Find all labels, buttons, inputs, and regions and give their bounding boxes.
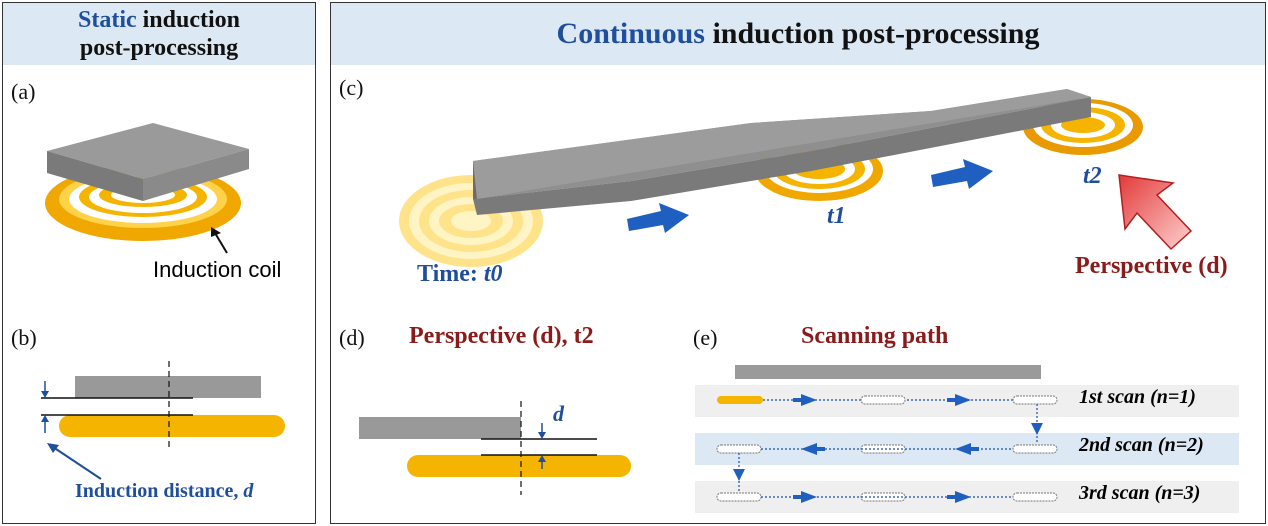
coil-pointer-arrow	[211, 227, 228, 254]
static-cross-section	[41, 361, 285, 480]
static-panel-header: Static induction post-processing	[3, 3, 315, 65]
static-title-rest: induction	[136, 7, 241, 33]
static-panel: Static induction post-processing (a)	[2, 2, 316, 524]
coil-label: Induction coil	[153, 257, 282, 282]
distance-label-text: Induction distance,	[75, 480, 244, 502]
motion-arrow-2-icon	[931, 159, 993, 189]
distance-label: Induction distance, d	[75, 480, 253, 503]
scan-label-3: 3rd scan (n=3)	[1079, 482, 1201, 504]
static-title-highlight: Static	[77, 7, 137, 33]
scan-label-1: 1st scan (n=1)	[1079, 386, 1196, 408]
label-c: (c)	[339, 75, 364, 100]
specimen-bar-icon	[473, 89, 1091, 215]
label-a: (a)	[11, 79, 36, 104]
perspective-label: Perspective (d)	[1075, 253, 1228, 279]
d-symbol: d	[553, 401, 564, 426]
perspective-arrow-icon	[1118, 174, 1193, 251]
motion-arrow-1-icon	[627, 203, 689, 233]
static-plate-icon	[47, 123, 249, 201]
static-illustration	[41, 123, 285, 480]
continuous-illustration	[359, 89, 1239, 513]
scan-label-2: 2nd scan (n=2)	[1079, 434, 1204, 456]
continuous-title-rest: induction post-processing	[704, 17, 1040, 50]
continuous-title: Continuous induction post-processing	[557, 17, 1040, 51]
continuous-panel: Continuous induction post-processing (c)…	[330, 2, 1266, 524]
t2-label: t2	[1083, 163, 1102, 189]
label-e: (e)	[693, 325, 718, 350]
t1-label: t1	[827, 203, 846, 229]
time-prefix: Time:	[417, 261, 484, 287]
time-t0: t0	[483, 261, 503, 287]
continuous-title-highlight: Continuous	[556, 17, 705, 50]
distance-symbol: d	[243, 480, 254, 502]
static-title-line1: Static induction	[78, 6, 240, 34]
static-title-line2: post-processing	[79, 35, 239, 61]
label-d: (d)	[339, 325, 365, 350]
d-panel-title: Perspective (d), t2	[409, 323, 594, 349]
perspective-cross-section	[359, 401, 631, 495]
scanning-path-diagram	[695, 365, 1239, 513]
continuous-panel-header: Continuous induction post-processing	[331, 3, 1265, 65]
time-t0-label: Time: t0	[417, 261, 503, 288]
e-panel-title: Scanning path	[801, 323, 949, 349]
label-b: (b)	[11, 325, 37, 350]
